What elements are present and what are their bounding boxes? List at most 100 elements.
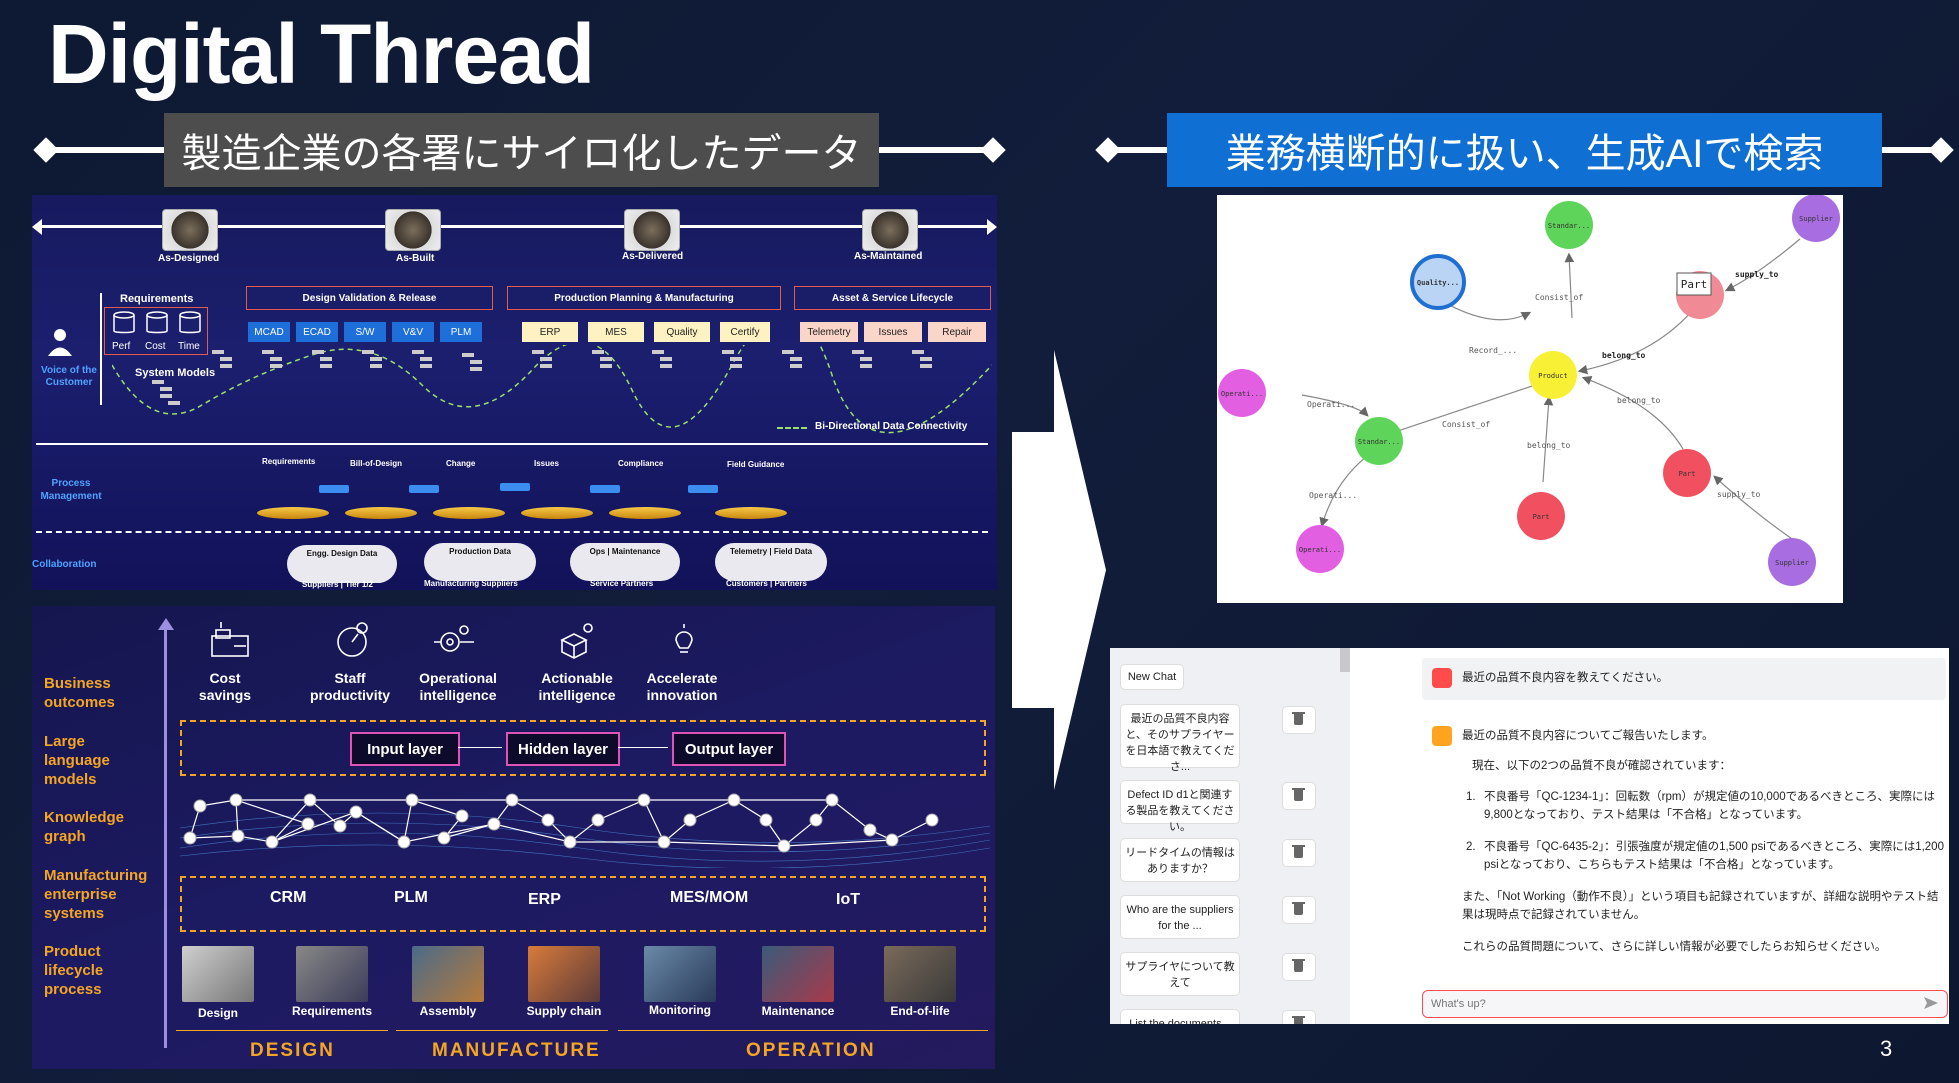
edge-label: belong_to [1617, 396, 1661, 405]
delete-icon[interactable] [1282, 782, 1316, 810]
cloud-telemetry-data: Telemetry | Field Data [715, 543, 827, 581]
llm-box [180, 720, 986, 776]
engine-image [624, 209, 680, 251]
divider [100, 293, 102, 405]
thumb-label: Maintenance [761, 1004, 835, 1018]
engine-image [162, 209, 218, 251]
divider [1108, 147, 1168, 153]
chat-history-item[interactable]: List the documents... [1120, 1009, 1240, 1024]
cloud-design-data: Engg. Design Data [287, 545, 397, 583]
line-end-diamond [980, 137, 1006, 163]
chat-history-item[interactable]: リードタイムの情報はありますか？ [1120, 838, 1240, 882]
req-perf: Perf [112, 341, 131, 352]
system-crm: CRM [270, 889, 307, 906]
label-text: Large language models [44, 733, 110, 788]
tag-mes: MES [588, 322, 644, 342]
delete-icon[interactable] [1282, 896, 1316, 924]
tag-issues: Issues [864, 322, 922, 342]
outcome-actionable-intelligence: Actionable intelligence [538, 670, 616, 703]
chat-history-item[interactable]: 最近の品質不良内容と、そのサプライヤーを日本語で教えてくださ... [1120, 704, 1240, 773]
tag-telemetry: Telemetry [800, 322, 858, 342]
graph-node[interactable] [1529, 351, 1577, 399]
digital-thread-diagram: As-Designed As-Built As-Delivered As-Mai… [32, 195, 997, 590]
assistant-line: これらの品質問題について、さらに詳しい情報が必要でしたらお知らせください。 [1462, 941, 1887, 953]
label-knowledge-graph: Knowledge graph [44, 808, 134, 846]
graph-node[interactable] [1792, 195, 1840, 242]
chat-history-item[interactable]: Who are the suppliers for the ... [1120, 895, 1240, 939]
delete-icon[interactable] [1282, 839, 1316, 867]
graph-node[interactable] [1517, 492, 1565, 540]
graph-node[interactable] [1545, 201, 1593, 249]
graph-node[interactable] [1663, 449, 1711, 497]
process-step: Issues [534, 459, 559, 468]
layer-arrow [618, 747, 668, 748]
timeline-left-arrow [32, 219, 42, 235]
thumb-label: End-of-life [890, 1004, 950, 1018]
sidebar-scrollbar[interactable] [1340, 648, 1350, 672]
phase-line [176, 1030, 388, 1031]
edge-label: Operati... [1307, 400, 1355, 409]
user-message-row [1422, 658, 1946, 700]
cost-savings-icon [211, 622, 249, 657]
edge-label: Record_... [1469, 346, 1517, 355]
cloud-production-data: Production Data [424, 543, 536, 581]
delete-icon[interactable] [1282, 1010, 1316, 1024]
timeline-right-arrow [987, 219, 997, 235]
edge-label: supply_to [1735, 270, 1779, 279]
node-tooltip-text: Part [1681, 278, 1708, 291]
tag-mcad: MCAD [248, 322, 290, 342]
line-end-diamond [1928, 137, 1954, 163]
page-number: 3 [1880, 1036, 1893, 1061]
chat-history-item[interactable]: Defect ID d1と関連する製品を教えてください。 [1120, 780, 1240, 833]
node-label: Part [1679, 470, 1696, 478]
category-design: Design Validation & Release [246, 286, 493, 310]
hidden-layer: Hidden layer [506, 732, 620, 766]
tag-ecad: ECAD [296, 322, 338, 342]
phase-line [618, 1030, 988, 1031]
category-service: Asset & Service Lifecycle [794, 286, 991, 310]
send-icon[interactable] [1923, 996, 1939, 1010]
voice-of-customer: Voice of the Customer [41, 365, 97, 388]
bidirectional-arrow [590, 485, 620, 493]
legend-line [777, 427, 807, 429]
delete-icon[interactable] [1282, 706, 1316, 734]
transform-arrow [1012, 350, 1106, 790]
node-label: Operati... [1299, 546, 1341, 554]
tag-quality: Quality [654, 322, 710, 342]
banner-genai: 業務横断的に扱い、生成AIで検索 [1167, 113, 1882, 187]
outcome-cost-savings: Cost savings [198, 670, 252, 703]
thumb-label: Design [197, 1006, 238, 1020]
cloud-caption: Suppliers | Tier 1/2 [302, 580, 374, 589]
stage-label: As-Built [396, 253, 435, 264]
database-icons [113, 311, 201, 334]
node-label: Supplier [1775, 559, 1809, 567]
thumb-label: Requirements [291, 1004, 373, 1018]
knowledge-graph-network [180, 793, 990, 868]
tag-vv: V&V [392, 322, 434, 342]
input-layer: Input layer [350, 732, 460, 766]
assistant-intro: 最近の品質不良内容についてご報告いたします。 [1462, 730, 1714, 742]
actionable-intelligence-icon [560, 623, 593, 659]
phase-line [396, 1030, 608, 1031]
thumb-requirements [296, 946, 368, 1002]
req-cost: Cost [145, 341, 166, 352]
operational-intelligence-icon [434, 625, 474, 652]
thumb-supply-chain [528, 946, 600, 1002]
label-text: Knowledge graph [44, 809, 125, 845]
graph-node-selected[interactable] [1410, 254, 1466, 310]
delete-icon[interactable] [1282, 953, 1316, 981]
graph-node[interactable] [1355, 417, 1403, 465]
new-chat-button[interactable]: New Chat [1120, 664, 1184, 690]
list-marker: 2. [1466, 841, 1476, 853]
chat-history-item[interactable]: サプライヤについて教えて [1120, 952, 1240, 996]
edge-label: belong_to [1602, 351, 1646, 360]
cloud-caption: Service Partners [590, 579, 654, 588]
chat-input[interactable] [1429, 994, 1903, 1014]
person-icon [48, 329, 72, 356]
system-models: System Models [135, 367, 216, 379]
thumb-assembly [412, 946, 484, 1002]
tag-erp: ERP [522, 322, 578, 342]
graph-node[interactable] [1296, 525, 1344, 573]
graph-node[interactable] [1218, 369, 1266, 417]
graph-node[interactable] [1768, 538, 1816, 586]
